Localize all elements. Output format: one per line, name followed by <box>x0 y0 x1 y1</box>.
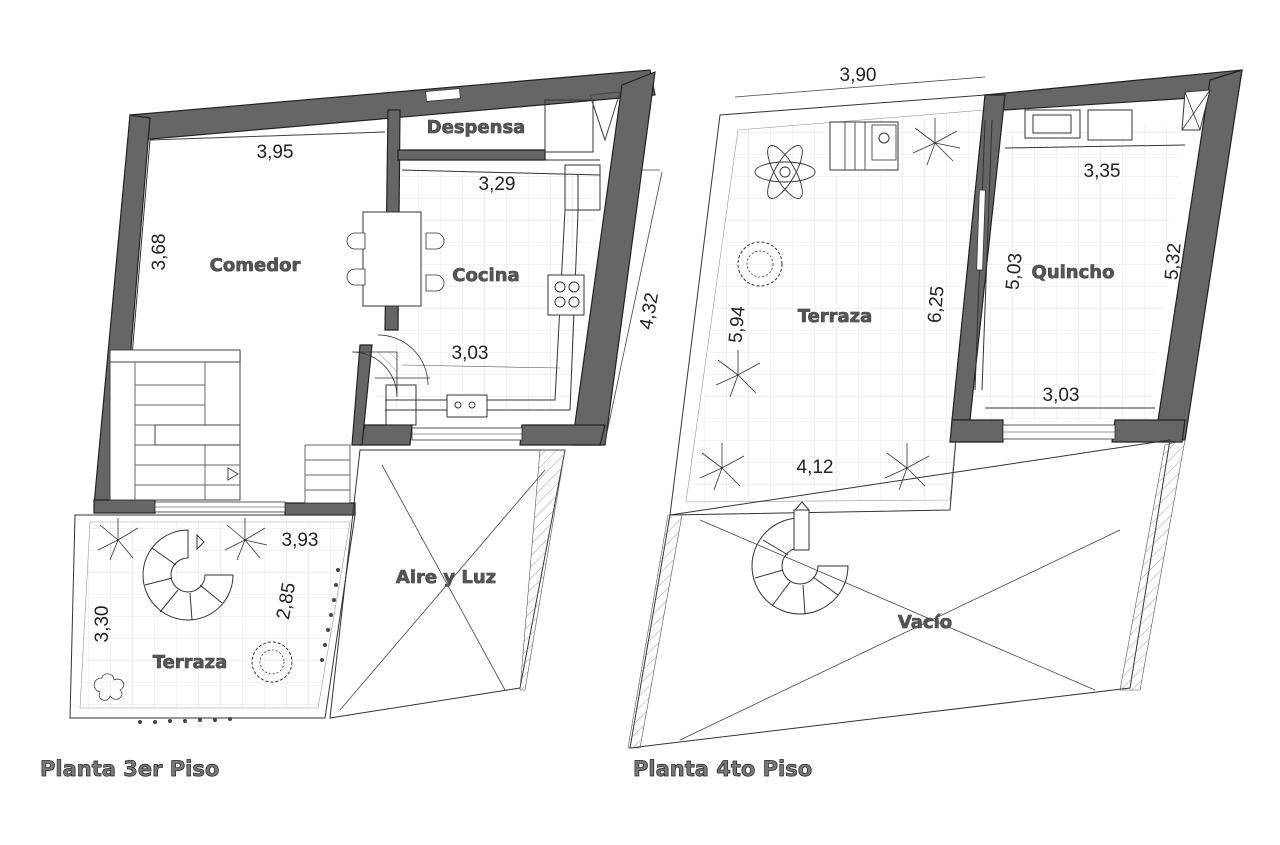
room-label-terraza: Terraza <box>153 652 228 673</box>
dimension-label: 5,94 <box>725 305 749 344</box>
kitchen-wall-se <box>519 424 606 446</box>
dimension-label: 3,30 <box>92 606 113 643</box>
terrace-outline <box>669 94 986 516</box>
chair <box>425 232 445 250</box>
north-window <box>425 88 461 102</box>
room-label-terraza: Terraza <box>798 306 873 327</box>
terrace-floor <box>690 110 985 500</box>
pantry-shelf <box>544 99 594 153</box>
plan-4to-piso: Terraza Quincho Vacío 3,90 3,35 5,94 6,2… <box>627 65 1243 781</box>
south-wall-mid <box>284 502 356 516</box>
shrub-icon <box>251 641 293 683</box>
dimension-label: 6,25 <box>924 285 948 324</box>
chair <box>346 268 366 286</box>
flower-icon <box>93 673 125 701</box>
room-label-quincho: Quincho <box>1032 262 1115 283</box>
room-label-cocina: Cocina <box>452 265 519 286</box>
rail-posts <box>138 568 340 724</box>
plan-title: Planta 3er Piso <box>40 757 219 781</box>
dimension-label: 3,95 <box>257 142 294 163</box>
plant-icon <box>699 118 961 491</box>
east-wall <box>571 71 656 446</box>
dimension-label: 3,03 <box>452 343 489 364</box>
sink-icon <box>446 394 488 418</box>
chair <box>346 232 366 250</box>
aire-y-luz-void <box>329 449 566 719</box>
plan-title: Planta 4to Piso <box>633 757 812 781</box>
kitchen-floor <box>375 168 600 410</box>
south-wall-right <box>1111 419 1186 443</box>
stove-icon <box>547 274 585 316</box>
plant-icon <box>97 518 268 561</box>
dimension-label: 5,03 <box>1002 252 1026 291</box>
south-wall-left <box>949 419 1004 443</box>
terrace-outline <box>69 514 356 719</box>
dining-table <box>362 211 422 307</box>
staircase <box>109 349 351 504</box>
dimension-label: 3,29 <box>479 174 516 195</box>
chair <box>425 274 445 292</box>
spiral-staircase <box>142 529 234 621</box>
dimension-label: 3,03 <box>1043 385 1080 406</box>
shrub-icon <box>737 241 783 287</box>
south-wall-left <box>93 499 156 514</box>
dimension-label: 3,90 <box>840 65 877 86</box>
quincho-floor <box>965 125 1185 420</box>
dim-line-432 <box>604 171 663 443</box>
pantry-wall <box>397 149 546 161</box>
dimension-label: 4,12 <box>797 457 834 478</box>
room-label-vacio: Vacío <box>898 612 952 633</box>
spiral-staircase <box>751 501 849 615</box>
fridge-icon <box>564 164 601 211</box>
dimension-label: 5,32 <box>1161 242 1185 281</box>
plan-3er-piso: Comedor Cocina Despensa Terraza Aire y L… <box>40 69 663 781</box>
flower-icon <box>754 145 816 199</box>
dim-line-390 <box>734 76 986 98</box>
dimension-label: 3,35 <box>1084 161 1121 182</box>
inner-wall-stair <box>351 344 373 446</box>
room-label-comedor: Comedor <box>210 255 301 276</box>
door-swing <box>351 351 398 398</box>
room-label-aire-y-luz: Aire y Luz <box>396 567 496 588</box>
dimension-label: 3,93 <box>282 530 319 551</box>
room-label-despensa: Despensa <box>427 117 526 138</box>
kitchen-wall-sw <box>359 424 413 446</box>
dimension-label: 3,68 <box>149 234 170 271</box>
grill-icon <box>1087 109 1133 141</box>
vacio-void <box>627 439 1186 749</box>
dimension-label: 4,32 <box>636 291 663 331</box>
